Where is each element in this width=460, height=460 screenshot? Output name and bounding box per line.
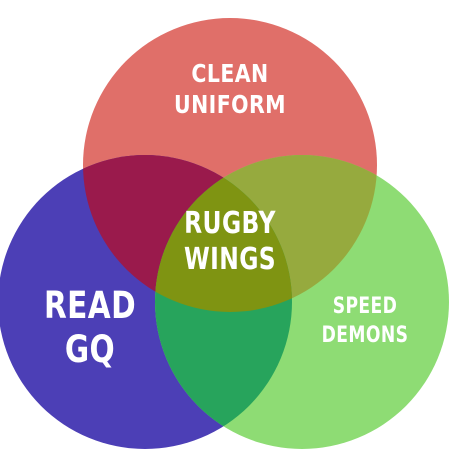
center-overlap bbox=[155, 155, 292, 312]
speed-demons-label: SPEED DEMONS bbox=[314, 292, 415, 350]
clean-uniform-line1: CLEAN bbox=[191, 59, 269, 88]
speed-demons-line1: SPEED bbox=[332, 294, 398, 319]
rugby-wings-label: RUGBY WINGS bbox=[168, 206, 293, 278]
read-gq-line2: GQ bbox=[64, 328, 116, 371]
clean-uniform-line2: UNIFORM bbox=[174, 90, 286, 119]
speed-demons-line2: DEMONS bbox=[321, 323, 409, 348]
read-gq-label: READ GQ bbox=[34, 284, 146, 372]
rugby-wings-line1: RUGBY bbox=[184, 206, 276, 241]
clean-uniform-label: CLEAN UNIFORM bbox=[164, 58, 295, 120]
read-gq-line1: READ bbox=[43, 284, 137, 327]
rugby-wings-line2: WINGS bbox=[183, 242, 277, 277]
